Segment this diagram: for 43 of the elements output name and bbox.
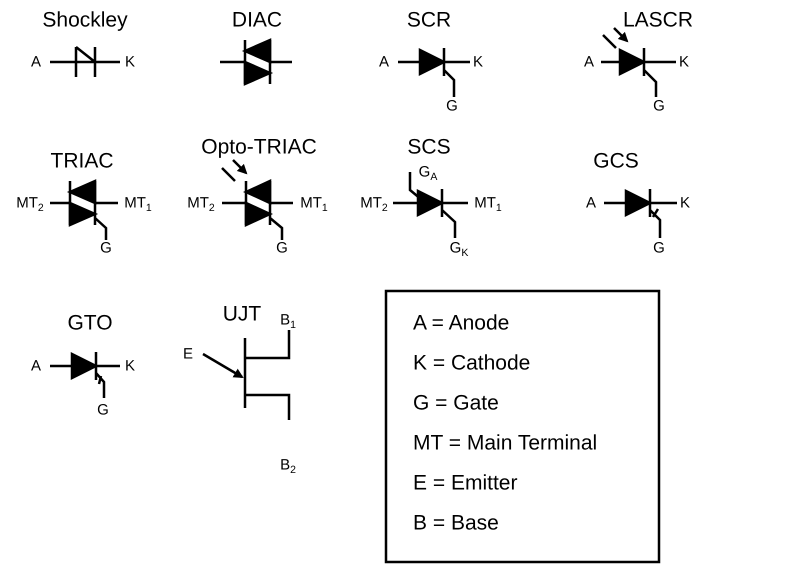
symbol-name: Shockley xyxy=(42,10,128,30)
terminal-label: A xyxy=(584,54,594,70)
symbol-name: Opto-TRIAC xyxy=(201,136,317,158)
terminal-label: G xyxy=(653,240,665,256)
terminal-label: K xyxy=(125,358,135,374)
symbol-name: UJT xyxy=(222,304,262,324)
terminal-label: MT$_{2}$ xyxy=(360,196,388,210)
terminal-label: A xyxy=(379,54,389,70)
terminal-label: K xyxy=(473,54,483,70)
symbol-name: LASCR xyxy=(622,10,694,30)
symbol-name: SCR xyxy=(406,10,452,30)
terminal-label: B$_{1}$ xyxy=(280,312,296,328)
definition-text: MT = Main Terminal xyxy=(413,432,598,454)
terminal-label: MT$_{2}$ xyxy=(187,196,215,210)
terminal-label: B$_{2}$ xyxy=(280,458,296,472)
terminal-label: G xyxy=(653,98,665,114)
terminal-label: A xyxy=(31,358,41,374)
terminal-label: K xyxy=(125,54,135,70)
symbol-name: GCS xyxy=(593,150,639,172)
definition-text: G = Gate xyxy=(413,392,499,414)
terminal-label: G xyxy=(100,240,112,256)
terminal-label: MT$_{2}$ xyxy=(16,196,44,210)
terminal-label: MT$_{1}$ xyxy=(474,196,502,210)
terminal-label: G$_{A}$ xyxy=(418,164,438,180)
definition-text: K = Cathode xyxy=(413,352,530,374)
terminal-label: E xyxy=(183,346,193,362)
definition-text: A = Anode xyxy=(413,312,510,334)
symbol-name: TRIAC xyxy=(50,150,114,172)
terminal-label: K xyxy=(679,54,689,70)
terminal-label: K xyxy=(680,196,690,210)
definition-text: B = Base xyxy=(413,512,499,534)
terminal-label: A xyxy=(586,196,596,210)
terminal-label: A xyxy=(31,54,41,70)
terminal-label: G xyxy=(97,402,109,418)
terminal-label: G$_{K}$ xyxy=(450,240,468,256)
terminal-label: G xyxy=(446,98,458,114)
terminal-label: MT$_{1}$ xyxy=(124,196,152,210)
definition-text: E = Emitter xyxy=(413,472,518,494)
terminal-label: MT$_{1}$ xyxy=(300,196,328,210)
symbol-name: SCS xyxy=(407,136,451,158)
symbol-name: DIAC xyxy=(232,10,282,30)
terminal-label: G xyxy=(276,240,288,256)
symbol-name: GTO xyxy=(67,312,113,334)
